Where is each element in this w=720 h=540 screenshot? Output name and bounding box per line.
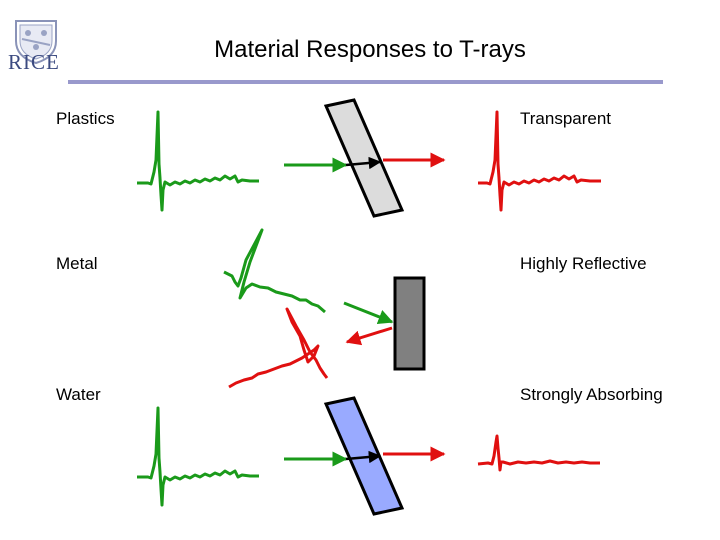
water-slab (323, 396, 405, 516)
plastics-transmitted-pulse (478, 110, 601, 212)
response-label-reflective: Highly Reflective (520, 254, 647, 273)
metal-slab (393, 276, 426, 371)
plastic-slab (323, 98, 405, 218)
metal-incident-arrow (343, 301, 394, 325)
water-internal-arrow (345, 450, 382, 464)
title-divider (68, 80, 663, 84)
metal-reflected-pulse (228, 307, 329, 389)
metal-reflected-arrow (345, 326, 393, 346)
rice-shield-logo (15, 20, 57, 65)
water-transmitted-pulse (477, 434, 600, 472)
material-label-water: Water (56, 385, 101, 404)
material-label-metal: Metal (56, 254, 98, 273)
plastics-incident-pulse (137, 110, 259, 212)
response-label-absorbing: Strongly Absorbing (520, 385, 663, 404)
slide-title: Material Responses to T-rays (214, 36, 526, 63)
metal-incident-pulse (223, 228, 326, 314)
water-incident-pulse (137, 406, 259, 507)
plastics-internal-arrow (345, 156, 382, 170)
response-label-transparent: Transparent (520, 109, 612, 128)
logo-text: RICE (8, 50, 60, 74)
material-label-plastics: Plastics (56, 109, 115, 128)
